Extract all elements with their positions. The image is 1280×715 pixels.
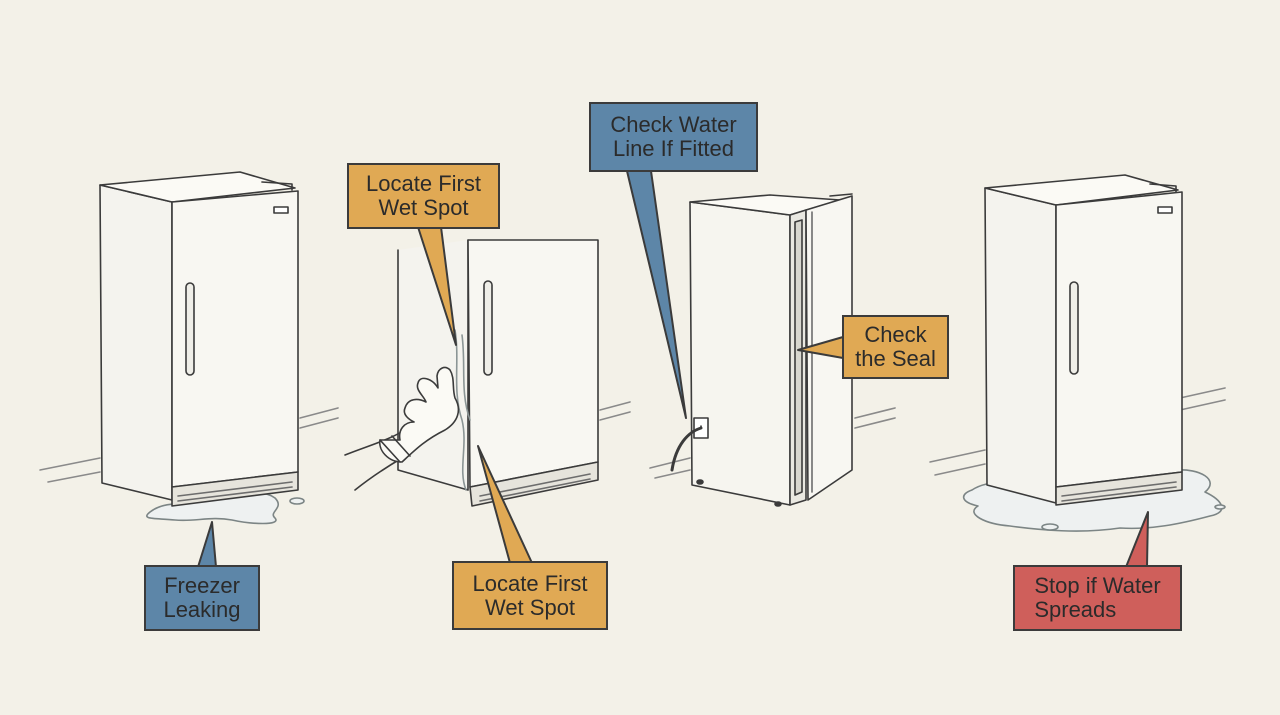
stop-water-pointer — [1125, 511, 1149, 568]
label-line: the Seal — [855, 346, 936, 371]
locate-wet-spot-top-label: Locate First Wet Spot — [347, 163, 500, 229]
locate-bottom-pointer — [477, 445, 533, 564]
label-line: Line If Fitted — [612, 136, 735, 161]
label-line: Check Water — [610, 112, 737, 137]
check-seal-label: Check the Seal — [842, 315, 949, 379]
label-line: Stop if Water — [1034, 573, 1161, 598]
seal-pointer — [797, 336, 844, 359]
locate-top-pointer — [417, 226, 457, 346]
label-line: Wet Spot — [484, 594, 576, 620]
label-line: Freezer — [164, 573, 240, 598]
panel4-freezer-icon — [929, 174, 1226, 532]
check-water-line-label: Check Water Line If Fitted — [589, 102, 758, 172]
label-line: Spreads — [1034, 597, 1117, 622]
water-line-pointer — [626, 170, 687, 419]
label-line: Wet Spot — [378, 195, 469, 220]
gloved-hand-icon — [344, 366, 460, 491]
label-line: Locate First — [366, 171, 481, 196]
freezer-leaking-label: Freezer Leaking — [144, 565, 260, 631]
label-line: Check — [864, 322, 927, 347]
freezer-leaking-pointer — [197, 521, 217, 568]
label-line: Leaking — [163, 597, 241, 622]
stop-if-water-spreads-label: Stop if Water Spreads — [1013, 565, 1182, 631]
panel1-freezer-icon — [39, 171, 339, 525]
panel3-freezer-icon — [649, 193, 896, 507]
locate-wet-spot-bottom-label: Locate First Wet Spot — [452, 561, 608, 630]
panel2-freezer-icon — [397, 239, 631, 507]
label-line: Locate First — [472, 570, 588, 596]
